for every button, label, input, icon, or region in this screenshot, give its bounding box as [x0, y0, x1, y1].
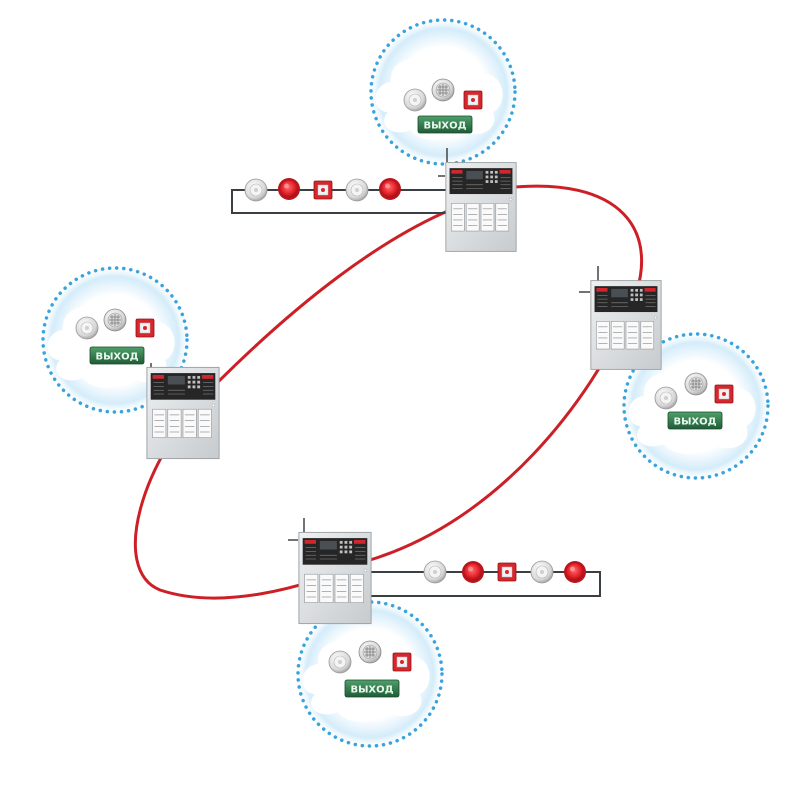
- exit-sign: ВЫХОД: [344, 679, 400, 698]
- exit-sign-label: ВЫХОД: [95, 352, 138, 363]
- manual-call-point-icon: [313, 180, 333, 200]
- manual-call-point-icon: [392, 652, 412, 672]
- exit-sign-label: ВЫХОД: [350, 685, 393, 696]
- heat-detector-icon: [103, 308, 127, 332]
- device-cloud-top: ВЫХОД: [368, 17, 518, 167]
- heat-detector-icon: [684, 372, 708, 396]
- smoke-detector-icon: [423, 560, 447, 584]
- smoke-detector-icon: [75, 316, 99, 340]
- siren-icon: [379, 178, 401, 200]
- control-panel-bottom: [288, 518, 372, 625]
- manual-call-point-icon: [714, 384, 734, 404]
- smoke-detector-icon: [530, 560, 554, 584]
- exit-sign-label: ВЫХОД: [423, 121, 466, 132]
- heat-detector-icon: [431, 78, 455, 102]
- siren-icon: [462, 561, 484, 583]
- smoke-detector-icon: [403, 88, 427, 112]
- manual-call-point-icon: [497, 562, 517, 582]
- control-panel-left: [146, 363, 220, 460]
- address-loop-top: [231, 178, 448, 214]
- smoke-detector-icon: [654, 386, 678, 410]
- siren-icon: [564, 561, 586, 583]
- address-loop-bottom: [369, 560, 601, 597]
- smoke-detector-icon: [345, 178, 369, 202]
- exit-sign-label: ВЫХОД: [673, 417, 716, 428]
- siren-icon: [278, 178, 300, 200]
- device-cloud-bottom: ВЫХОД: [295, 599, 445, 749]
- manual-call-point-icon: [135, 318, 155, 338]
- control-panel-top: [438, 148, 517, 252]
- exit-sign: ВЫХОД: [417, 115, 473, 134]
- manual-call-point-icon: [463, 90, 483, 110]
- exit-sign: ВЫХОД: [89, 346, 145, 365]
- smoke-detector-icon: [328, 650, 352, 674]
- exit-sign: ВЫХОД: [667, 411, 723, 430]
- heat-detector-icon: [358, 640, 382, 664]
- smoke-detector-icon: [244, 178, 268, 202]
- control-panel-right: [579, 266, 662, 370]
